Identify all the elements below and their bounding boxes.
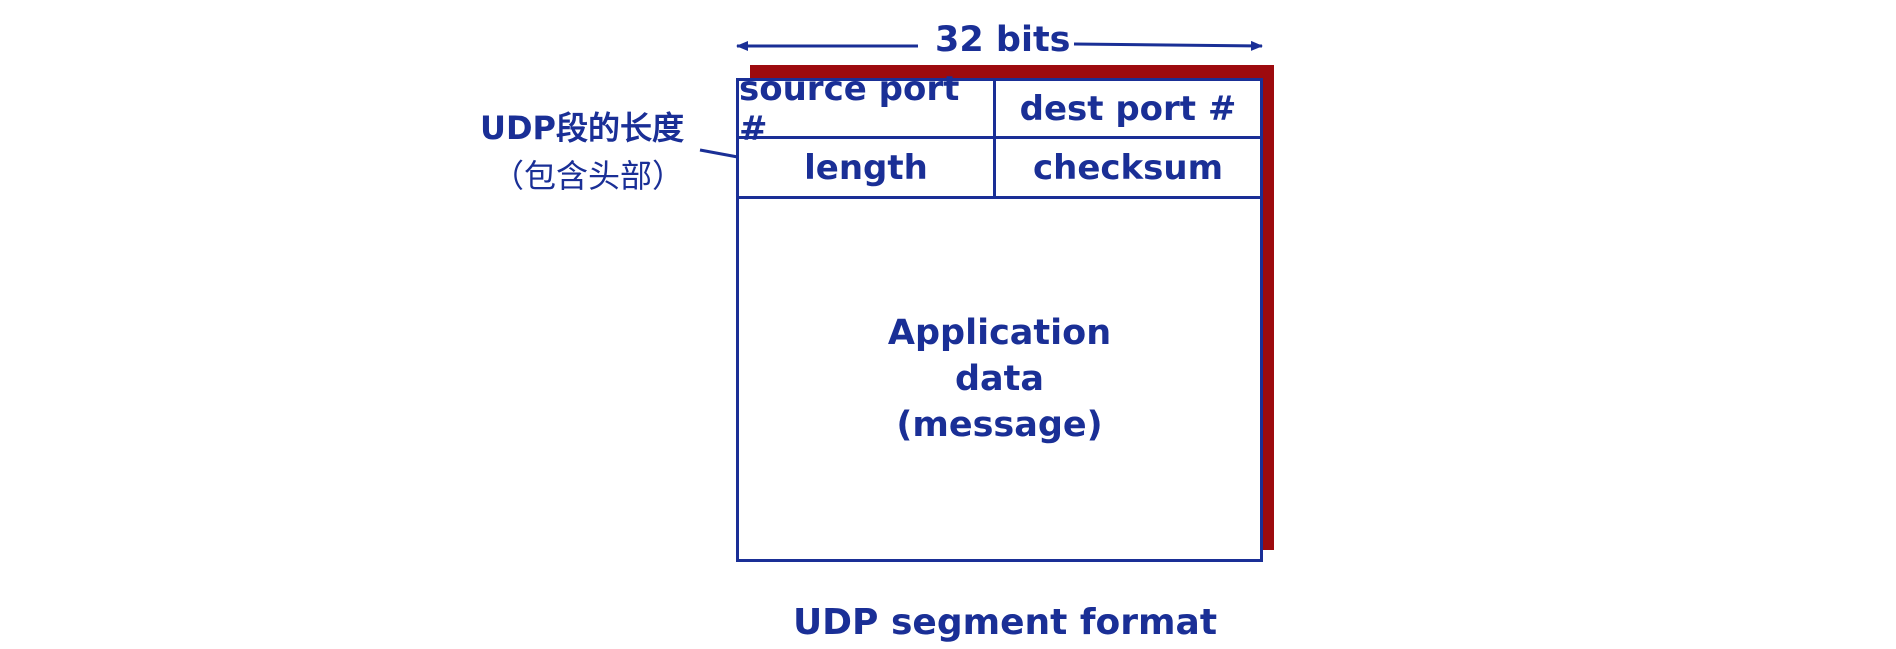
width-arrow-right	[1073, 40, 1263, 51]
source-port-field: source port #	[739, 69, 996, 149]
payload-line-1: Application	[887, 313, 1112, 353]
diagram-caption: UDP segment format	[792, 602, 1218, 643]
payload-line-3: (message)	[896, 405, 1103, 445]
dest-port-field: dest port #	[996, 81, 1260, 139]
payload-line-2: data	[954, 359, 1045, 399]
annotation-line-1: UDP段的长度	[480, 109, 685, 147]
application-data-area: Application data (message)	[739, 199, 1260, 559]
annotation-line-2: （包含头部）	[492, 157, 685, 195]
length-annotation: UDP段的长度 （包含头部）	[470, 104, 710, 200]
udp-segment-box	[736, 78, 1263, 562]
length-field: length	[739, 139, 996, 199]
field-width-label: 32 bits	[935, 20, 1071, 60]
checksum-field: checksum	[996, 139, 1260, 199]
